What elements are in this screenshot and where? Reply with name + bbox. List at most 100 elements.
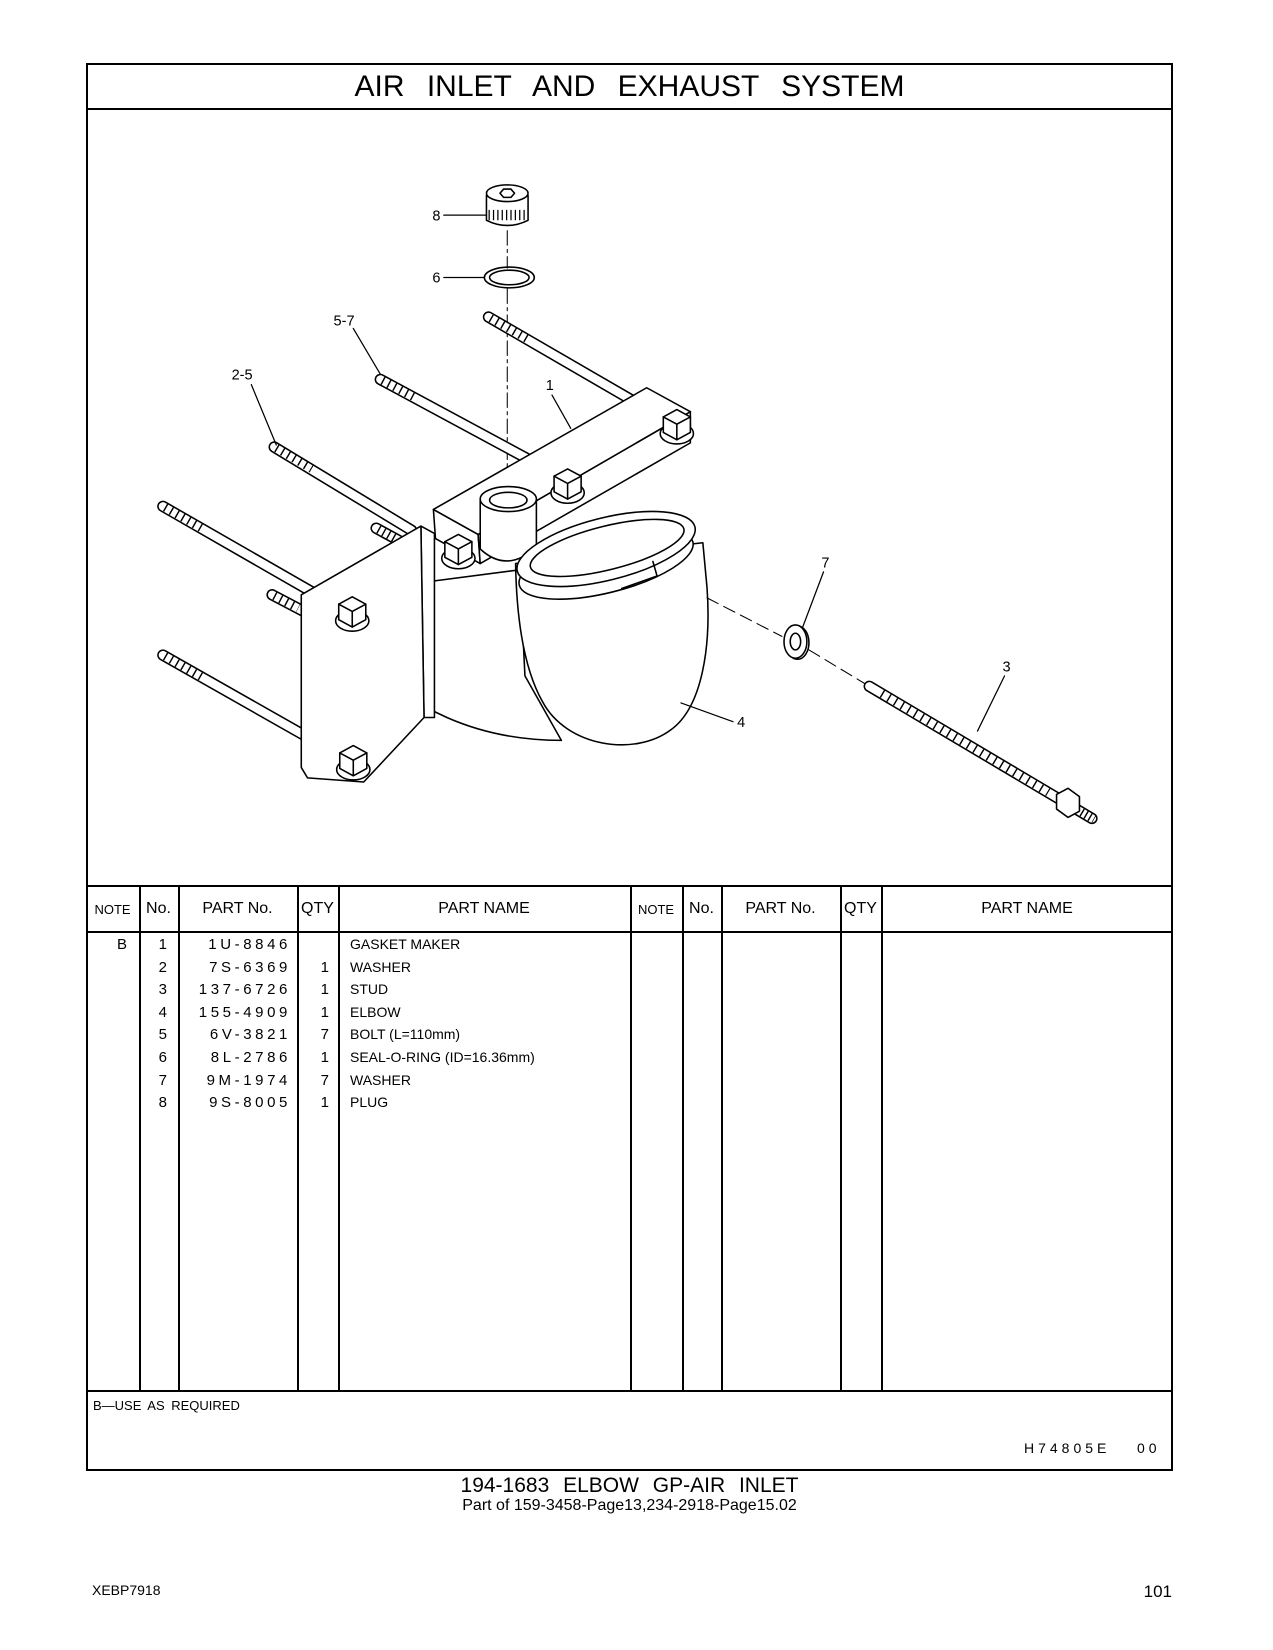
page-frame: [86, 63, 1173, 1471]
bolt-head: [659, 408, 695, 445]
column-divider: [338, 885, 340, 1392]
stud-rod: [268, 441, 418, 536]
column-divider: [178, 885, 180, 1392]
header-no: No.: [146, 900, 171, 917]
cell-part-name: WASHER: [350, 1071, 411, 1088]
column-divider: [840, 885, 842, 1392]
header-part-name: PART NAME: [438, 900, 530, 917]
cell-part-no: 8L-2786: [210, 1048, 291, 1066]
callout-label: 6: [432, 271, 440, 287]
assembly-path-line: [706, 597, 783, 637]
cell-item-no: 8: [158, 1094, 167, 1112]
cell-qty: 7: [320, 1071, 329, 1089]
callout-label: 4: [737, 715, 745, 731]
column-divider: [682, 885, 684, 1392]
header-no: No.: [689, 900, 714, 917]
cell-note: [86, 1047, 139, 1070]
header-part-name: PART NAME: [981, 900, 1073, 917]
stud-part-3: [863, 680, 1098, 825]
cell-qty: 7: [320, 1026, 329, 1044]
bolt-head: [334, 596, 370, 632]
cell-note: [86, 1002, 139, 1025]
cell-part-no: 9M-1974: [206, 1071, 291, 1089]
cell-part-name: PLUG: [350, 1094, 389, 1111]
exploded-view-illustration: 8 6 5-7 2-5 1 7 3 4: [157, 184, 1098, 825]
elbow-step-line: [620, 560, 658, 590]
elbow-opening: [529, 518, 685, 578]
cell-note: [86, 1070, 139, 1093]
plug-part-8: [485, 184, 529, 227]
cell-qty: 1: [320, 1048, 329, 1066]
cell-part-no: 155-4909: [198, 1003, 291, 1021]
header-note: NOTE: [94, 901, 131, 917]
elbow-left-flange: [300, 525, 425, 783]
cell-qty: 1: [320, 1003, 329, 1021]
cell-note: [86, 979, 139, 1002]
header-note: NOTE: [637, 901, 675, 917]
table-footnote: B—USE AS REQUIRED: [93, 1398, 240, 1413]
stud-rod: [374, 373, 547, 472]
cell-part-name: GASKET MAKER: [350, 936, 461, 952]
column-divider: [139, 885, 141, 1392]
o-ring-part-6: [483, 266, 536, 289]
leader-lines: [250, 214, 1006, 732]
cell-note: B: [116, 936, 127, 953]
cell-note: [86, 1024, 139, 1047]
port-opening: [488, 491, 528, 509]
parts-table-body: B 1 1U-8846 GASKET MAKER 2 7S-6369 1 WAS…: [86, 934, 630, 1115]
callout-label: 3: [1002, 660, 1010, 676]
cell-part-name: STUD: [350, 981, 389, 998]
cell-part-name: WASHER: [350, 958, 411, 975]
cell-item-no: 6: [158, 1048, 167, 1066]
washer-part-7: [783, 624, 810, 661]
illustration-code: H74805E: [1024, 1440, 1111, 1456]
cell-part-no: 7S-6369: [209, 958, 291, 976]
table-header-rule: [86, 931, 1173, 933]
cell-qty: 1: [320, 1094, 329, 1112]
cell-note: [86, 957, 139, 980]
cell-part-name: ELBOW: [350, 1003, 401, 1020]
table-top-rule: [86, 885, 1173, 887]
bolt-head: [440, 533, 476, 570]
page-title: AIR INLET AND EXHAUST SYSTEM: [354, 70, 905, 103]
assembly-path-line: [808, 649, 870, 687]
elbow-lower-body: [406, 569, 563, 742]
title-divider: [86, 108, 1173, 110]
stud-rod: [157, 500, 323, 601]
elbow-part-4: [300, 386, 709, 783]
cell-part-name: BOLT (L=110mm): [350, 1026, 461, 1043]
callout-label: 2-5: [232, 367, 253, 383]
cell-item-no: 1: [158, 936, 167, 953]
stud-rod: [482, 311, 651, 414]
page-number: 101: [1143, 1582, 1172, 1601]
header-part-no: PART No.: [745, 900, 816, 917]
cell-item-no: 5: [158, 1026, 167, 1044]
cell-qty: 1: [320, 958, 329, 976]
hex-nut: [1055, 787, 1081, 819]
illustration-revision: 00: [1137, 1440, 1161, 1456]
table-bottom-rule: [86, 1390, 1173, 1392]
bolt-head: [335, 744, 371, 781]
cell-part-no: 1U-8846: [208, 936, 291, 953]
cell-item-no: 7: [158, 1071, 167, 1089]
column-divider: [721, 885, 723, 1392]
column-divider: [297, 885, 299, 1392]
cell-qty: [297, 934, 338, 957]
assembly-part-of: Part of 159-3458-Page13,234-2918-Page15.…: [462, 1497, 797, 1514]
cell-part-no: 137-6726: [198, 981, 291, 999]
cell-qty: 1: [320, 981, 329, 999]
callout-label: 1: [546, 378, 554, 394]
stud-stub: [370, 522, 405, 547]
cell-part-no: 6V-3821: [209, 1026, 291, 1044]
column-divider: [630, 885, 632, 1392]
column-divider: [881, 885, 883, 1392]
callout-label: 7: [821, 556, 829, 572]
header-qty: QTY: [844, 900, 877, 917]
cell-item-no: 4: [158, 1003, 167, 1021]
cell-item-no: 2: [158, 958, 167, 976]
callout-label: 5-7: [334, 313, 355, 329]
cell-part-name: SEAL-O-RING (ID=16.36mm): [350, 1048, 535, 1065]
cell-item-no: 3: [158, 981, 167, 999]
cell-part-no: 9S-8005: [209, 1094, 291, 1112]
